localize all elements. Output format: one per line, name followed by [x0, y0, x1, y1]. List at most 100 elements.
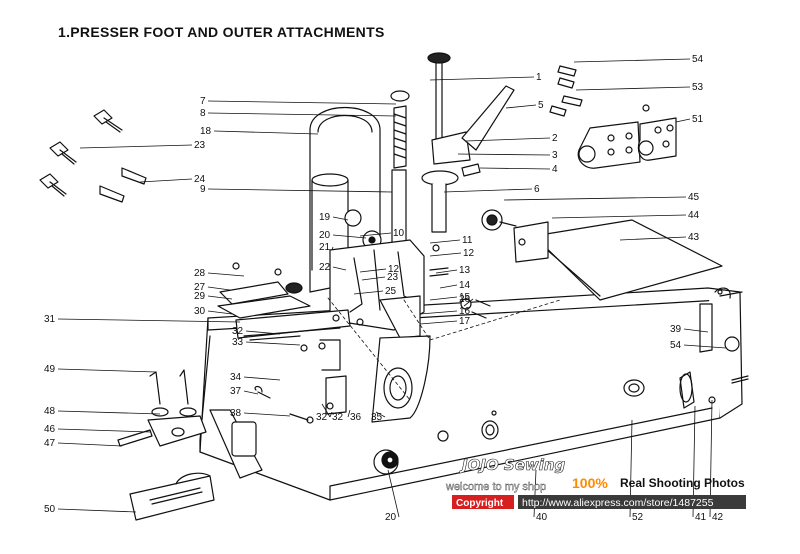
- leader-line-9: [207, 188, 393, 193]
- leader-line-6: [443, 188, 533, 193]
- leader-line-31: [57, 318, 241, 323]
- callout-48: 48: [44, 406, 56, 417]
- callout-13: 13: [459, 265, 471, 276]
- leader-line-13: [435, 269, 458, 274]
- leader-line-33: [245, 341, 301, 346]
- callout-52: 52: [632, 512, 644, 523]
- callout-12: 12: [463, 248, 475, 259]
- cloth-plate: [481, 209, 723, 301]
- callout-49: 49: [44, 364, 56, 375]
- callout-30: 30: [194, 306, 206, 317]
- leader-line-32: [321, 403, 331, 418]
- leader-line-23: [79, 144, 193, 149]
- callout-6: 6: [534, 184, 540, 195]
- leader-line-53: [575, 86, 691, 91]
- callout-31: 31: [44, 314, 56, 325]
- leader-line-26: [463, 298, 474, 307]
- loose-screws: [39, 109, 282, 276]
- leader-line-4: [479, 167, 551, 170]
- presser-mechanism: [217, 52, 515, 423]
- callout-29: 29: [194, 291, 206, 302]
- copyright-badge: [452, 495, 514, 509]
- leader-line-28: [207, 272, 245, 277]
- callout-11: 11: [462, 235, 473, 246]
- callout-8: 8: [200, 108, 206, 119]
- leader-line-40: [533, 469, 537, 518]
- callout-14: 14: [459, 280, 471, 291]
- callout-5: 5: [538, 100, 544, 111]
- callout-34: 34: [230, 372, 242, 383]
- callout-51: 51: [692, 114, 704, 125]
- leader-line-30: [207, 310, 233, 315]
- leader-line-18: [213, 130, 319, 135]
- callout-18: 18: [200, 126, 212, 137]
- leader-line-1: [429, 76, 535, 81]
- callout-32: 32: [316, 412, 328, 423]
- callout-32: 32: [232, 326, 244, 337]
- leader-line-54: [683, 344, 727, 349]
- leader-line-25: [353, 290, 384, 295]
- leader-line-45: [503, 196, 687, 201]
- callout-20: 20: [319, 230, 331, 241]
- leader-line-7: [207, 100, 397, 105]
- machine-base: [199, 287, 749, 501]
- callout-53: 53: [692, 82, 704, 93]
- leader-line-51: [675, 118, 691, 123]
- leader-line-37: [243, 390, 259, 395]
- callout-43: 43: [688, 232, 700, 243]
- leader-line-19: [332, 216, 349, 221]
- callout-7: 7: [200, 96, 206, 107]
- leader-line-14: [439, 284, 458, 289]
- callout-20: 20: [385, 512, 397, 523]
- watermark-welcome: welcome to my shop: [445, 481, 546, 493]
- callout-10: 10: [393, 228, 405, 239]
- callout-54: 54: [692, 54, 704, 65]
- callout-40: 40: [536, 512, 548, 523]
- leader-line-15: [429, 296, 458, 301]
- leader-line-43: [619, 236, 687, 241]
- leader-line-34: [243, 376, 281, 381]
- leader-line-12: [359, 268, 387, 273]
- callout-17: 17: [459, 316, 471, 327]
- callout-36: 36: [350, 412, 362, 423]
- leader-line-32: [245, 330, 281, 335]
- callout-42: 42: [712, 512, 724, 523]
- leader-line-16: [419, 310, 458, 315]
- callout-33: 33: [232, 337, 244, 348]
- callout-15: 15: [459, 292, 471, 303]
- callout-2: 2: [552, 133, 558, 144]
- leader-line-50: [57, 508, 137, 513]
- leader-line-38: [243, 412, 291, 417]
- leader-line-23: [361, 276, 386, 281]
- leader-line-24: [139, 178, 193, 183]
- callout-26: 26: [459, 294, 471, 305]
- callout-27: 27: [194, 282, 206, 293]
- callout-19: 19: [319, 212, 331, 223]
- leader-line-47: [57, 442, 123, 447]
- callout-23: 23: [387, 272, 399, 283]
- leader-line-32: [329, 411, 333, 418]
- left-attachments: [117, 369, 215, 521]
- callout-35: 35: [371, 412, 383, 423]
- leader-line-20: [332, 234, 367, 239]
- callout-21: 21: [319, 242, 331, 253]
- leader-line-3: [457, 153, 551, 156]
- callout-37: 37: [230, 386, 242, 397]
- leader-line-2: [465, 137, 551, 142]
- callout-22: 22: [319, 262, 331, 273]
- callout-50: 50: [44, 504, 56, 515]
- leader-line-21: [331, 246, 334, 251]
- leader-line-48: [57, 410, 161, 415]
- url-bar: [518, 495, 746, 509]
- leader-line-22: [332, 266, 347, 271]
- callout-41: 41: [695, 512, 707, 523]
- leader-line-36: [347, 409, 351, 418]
- leader-line-54: [573, 58, 691, 63]
- leader-line-11: [429, 239, 461, 244]
- watermark-url: http://www.aliexpress.com/store/1487255: [522, 497, 714, 509]
- callout-12: 12: [388, 264, 400, 275]
- callout-23: 23: [194, 140, 206, 151]
